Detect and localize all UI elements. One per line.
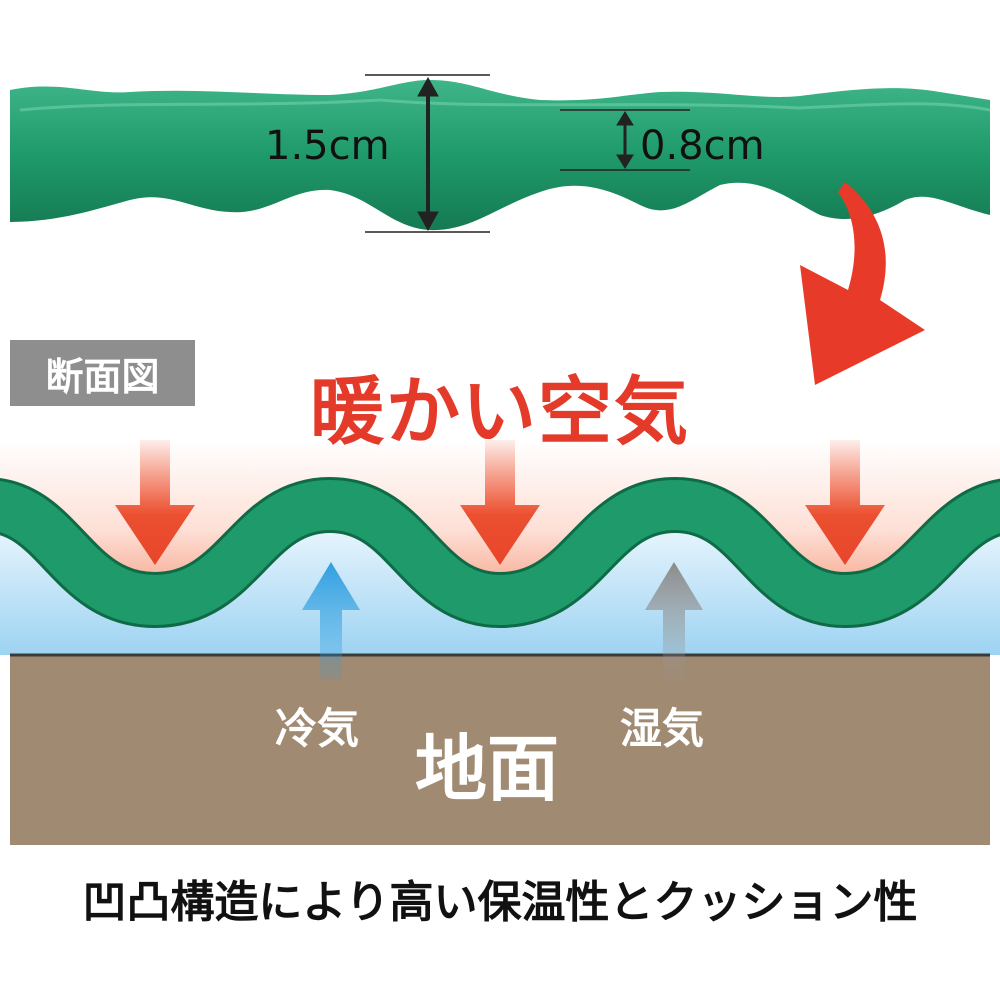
thickness-label: 1.5cm (265, 123, 390, 169)
cold-air-label: 冷気 (275, 704, 360, 753)
down-arrow-icon (460, 440, 540, 565)
mat-cross-section (0, 479, 1000, 626)
curved-arrow-icon (800, 182, 925, 385)
moisture-label: 湿気 (620, 704, 705, 753)
thin-thickness-label: 0.8cm (640, 123, 765, 169)
mat-highlight (19, 98, 991, 112)
measurement-thin (560, 109, 690, 171)
down-arrow-icon (115, 440, 195, 565)
cold-air-arrow-icon (302, 562, 360, 680)
warm-air-label: 暖かい空気 (310, 369, 690, 455)
ground (10, 655, 990, 845)
warm-air-arrows (115, 440, 885, 565)
section-label: 断面図 (10, 340, 195, 406)
measurement-thick (365, 74, 490, 233)
caption: 凹凸構造により高い保温性とクッション性 (82, 877, 918, 928)
mat-photo (10, 80, 990, 231)
ground-label: 地面 (415, 727, 560, 811)
down-arrow-icon (805, 440, 885, 565)
moisture-arrow-icon (645, 562, 703, 680)
